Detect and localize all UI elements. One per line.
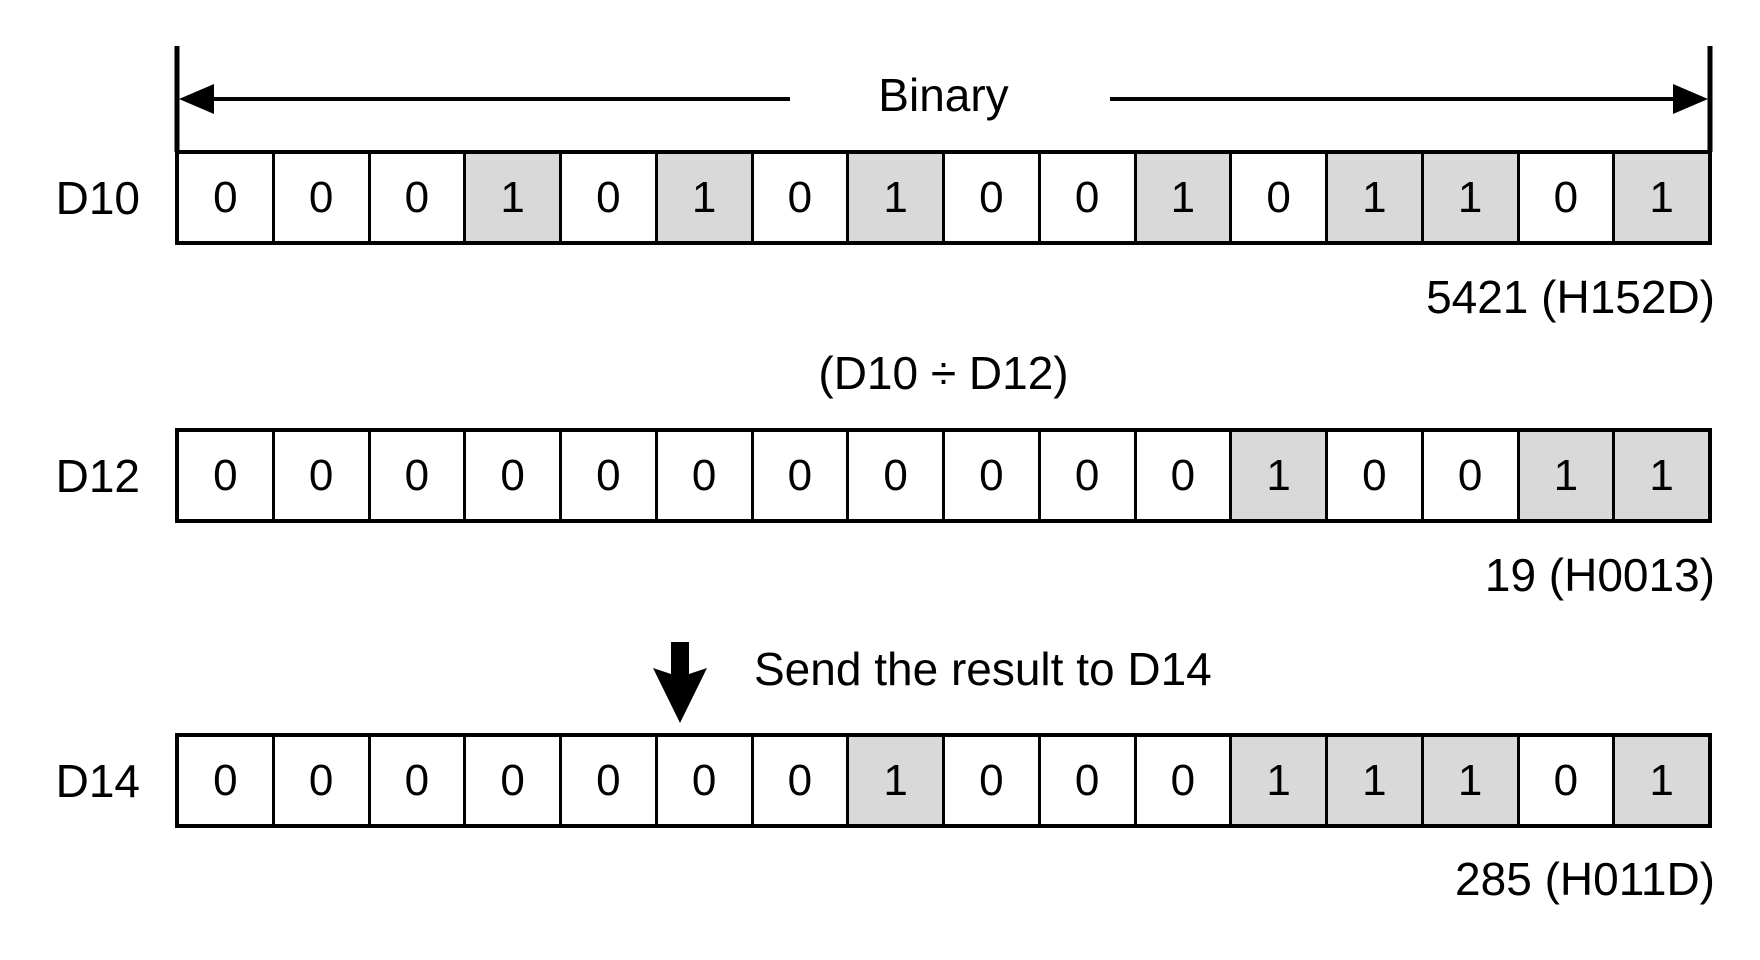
value-label-d14: 285 (H011D)	[1455, 853, 1715, 905]
bit-cell: 0	[271, 154, 368, 241]
bit-cell: 0	[367, 737, 464, 824]
bit-cell: 0	[463, 737, 559, 824]
bit-cell: 1	[1325, 154, 1421, 241]
bit-cell: 1	[1612, 432, 1708, 519]
value-label-d12: 19 (H0013)	[1484, 549, 1715, 601]
bit-cell: 0	[179, 737, 272, 824]
bit-cell: 0	[654, 432, 751, 519]
down-arrow-icon	[653, 642, 707, 723]
bit-cell: 1	[846, 154, 942, 241]
bit-cell: 0	[559, 432, 655, 519]
bit-cell: 0	[1229, 154, 1325, 241]
value-label-d10: 5421 (H152D)	[1426, 271, 1715, 323]
bit-cell: 1	[1612, 737, 1708, 824]
bit-cell: 0	[1037, 432, 1134, 519]
bit-cell: 0	[846, 432, 942, 519]
bit-cell: 0	[1037, 154, 1134, 241]
bit-cell: 0	[179, 154, 272, 241]
bit-cell: 1	[1325, 737, 1421, 824]
bit-cell: 1	[1516, 432, 1613, 519]
bit-cell: 0	[942, 154, 1038, 241]
bit-cell: 0	[654, 737, 751, 824]
bit-cell: 0	[750, 154, 847, 241]
bit-cell: 0	[1133, 737, 1230, 824]
bit-cell: 1	[1133, 154, 1230, 241]
binary-title: Binary	[878, 69, 1009, 121]
bit-cell: 1	[1229, 737, 1325, 824]
bit-cell: 0	[942, 432, 1038, 519]
bit-cell: 0	[750, 737, 847, 824]
bit-cell: 0	[1516, 154, 1613, 241]
bit-cell: 0	[559, 737, 655, 824]
bit-cell: 0	[1037, 737, 1134, 824]
operation-label: (D10 ÷ D12)	[818, 347, 1069, 399]
bit-cell: 0	[1325, 432, 1421, 519]
bit-cell: 0	[367, 432, 464, 519]
bit-cell: 0	[750, 432, 847, 519]
bit-cell: 0	[271, 432, 368, 519]
register-label-d14: D14	[55, 754, 140, 807]
register-label-d12: D12	[55, 449, 140, 502]
bit-cell: 0	[559, 154, 655, 241]
bit-cell: 0	[179, 432, 272, 519]
bit-cell: 1	[463, 154, 559, 241]
bit-cell: 0	[271, 737, 368, 824]
bit-cell: 1	[1420, 154, 1517, 241]
bit-cell: 0	[1420, 432, 1517, 519]
send-result-label: Send the result to D14	[754, 643, 1212, 695]
bit-cell: 0	[367, 154, 464, 241]
bit-cell: 1	[1612, 154, 1708, 241]
bit-cell: 0	[942, 737, 1038, 824]
bit-cell: 0	[463, 432, 559, 519]
bit-cell: 1	[1229, 432, 1325, 519]
bit-cell: 0	[1133, 432, 1230, 519]
register-label-d10: D10	[55, 171, 140, 224]
bit-cell: 1	[654, 154, 751, 241]
bit-cell: 1	[1420, 737, 1517, 824]
bit-cell: 0	[1516, 737, 1613, 824]
bit-cell: 1	[846, 737, 942, 824]
